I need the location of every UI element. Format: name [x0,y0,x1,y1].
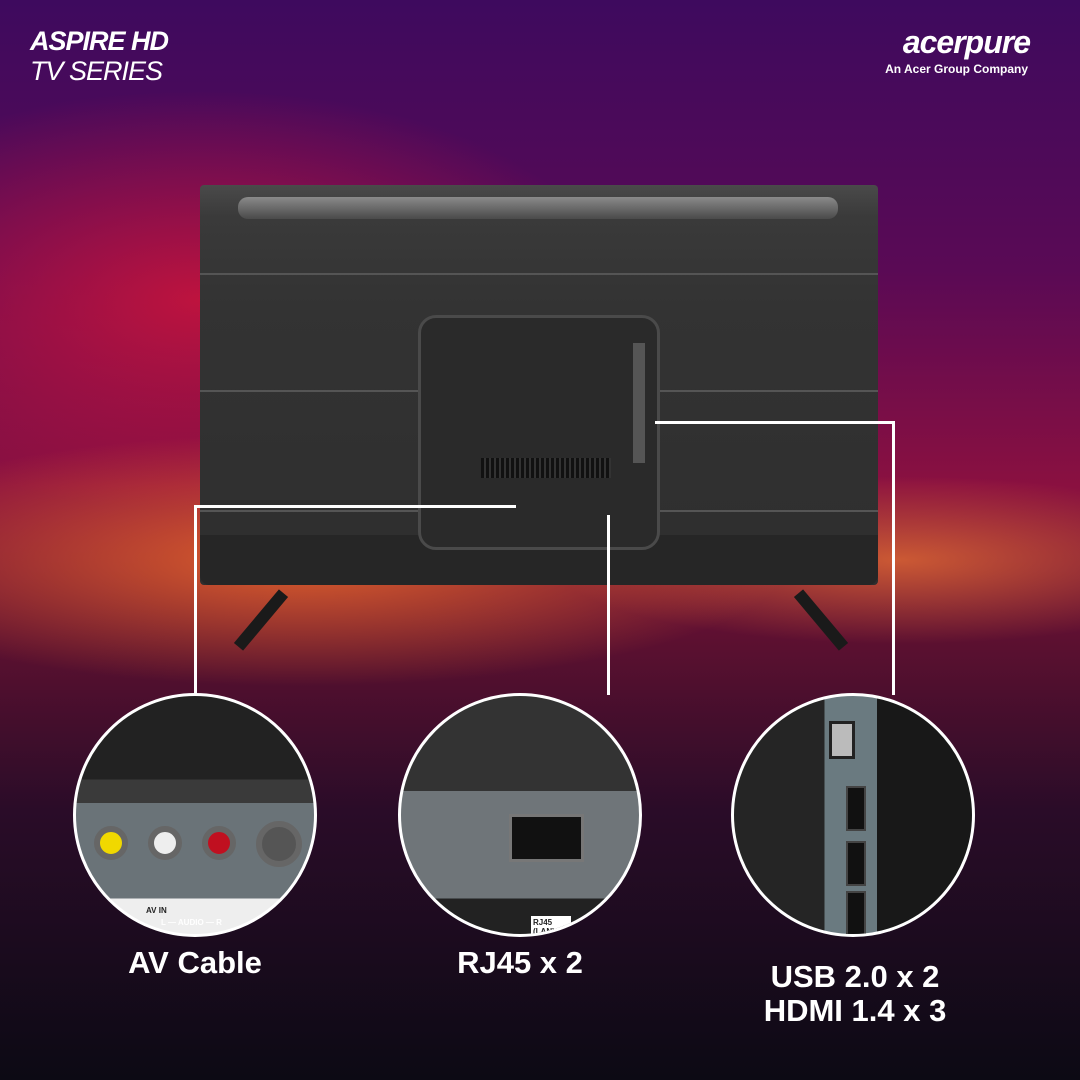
callout-line-usb-h [655,421,895,424]
port-label: L — AUDIO — R [161,918,222,927]
port-label: AV IN [146,906,167,915]
rj45-port-closeup: RJ45 (LAN) [398,693,642,937]
series-subtitle: TV SERIES [30,56,163,86]
port-label: RJ45 (LAN) [531,916,571,934]
callout-line-av-h [194,505,516,508]
rj45-port [509,814,584,862]
usb-hdmi-closeup [731,693,975,937]
tv-rear-image [200,185,878,585]
acerpure-logo: acerpure [902,24,1031,60]
callout-line-rj45 [607,515,610,695]
rj45-label: RJ45 x 2 [457,945,583,980]
tv-leg-right [793,589,849,651]
red-jack [202,826,236,860]
tv-leg-left [233,589,289,651]
white-jack [148,826,182,860]
yellow-jack [94,826,128,860]
hdmi-port [846,841,866,886]
hdmi-port [846,786,866,831]
hdmi-port [846,891,866,934]
tv-rear-panel [418,315,660,550]
hdmi-label: HDMI 1.4 x 3 [763,993,947,1028]
logo-tagline: An Acer Group Company [885,62,1028,76]
av-cable-label: AV Cable [128,945,262,980]
av-ports-closeup: AV IN L — AUDIO — R [73,693,317,937]
callout-line-usb [892,421,895,695]
usb-label: USB 2.0 x 2 [770,959,940,994]
usb-port [829,721,855,759]
antenna-jack [256,821,302,867]
series-title: ASPIRE HD [30,26,169,56]
callout-line-av [194,505,197,695]
